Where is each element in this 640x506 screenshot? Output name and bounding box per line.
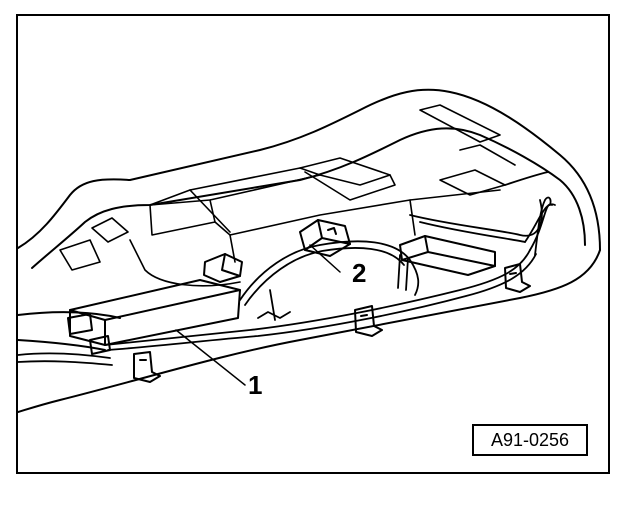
callout-2-label: 2 xyxy=(352,258,367,288)
wiring-harness xyxy=(17,171,556,366)
left-clip-box xyxy=(203,253,243,283)
reference-code-box: A91-0256 xyxy=(472,424,588,456)
leader-lines xyxy=(175,244,341,386)
callout-1-label: 1 xyxy=(248,370,263,400)
console-recesses xyxy=(59,104,516,287)
right-component-box xyxy=(399,235,496,276)
reference-code: A91-0256 xyxy=(490,429,570,450)
floor-panel-outline xyxy=(17,88,601,413)
control-unit-1 xyxy=(67,279,241,355)
mounting-clips xyxy=(133,263,531,383)
